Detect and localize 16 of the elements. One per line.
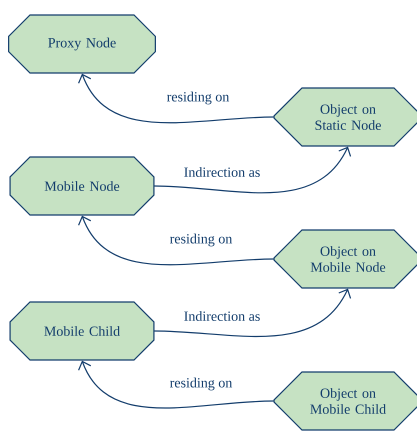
edge-label: residing on xyxy=(166,90,230,106)
arrow xyxy=(78,360,274,408)
arrow xyxy=(154,146,352,194)
octagon-node: Object on Mobile Node xyxy=(273,229,417,289)
edge-label: residing on xyxy=(168,376,234,392)
octagon-node: Mobile Child xyxy=(9,301,155,361)
octagon-node: Mobile Node xyxy=(9,156,155,216)
octagon-node: Proxy Node xyxy=(8,14,156,74)
edge-label: Indirection as xyxy=(182,310,262,322)
arrow xyxy=(78,216,274,266)
octagon-node: Object on Mobile Child xyxy=(273,371,417,431)
arrow xyxy=(78,74,274,124)
arrow xyxy=(154,288,352,337)
edge-label: Indirection as xyxy=(182,166,262,178)
octagon-node: Object on Static Node xyxy=(273,87,417,147)
edge-label: residing on xyxy=(168,232,234,248)
